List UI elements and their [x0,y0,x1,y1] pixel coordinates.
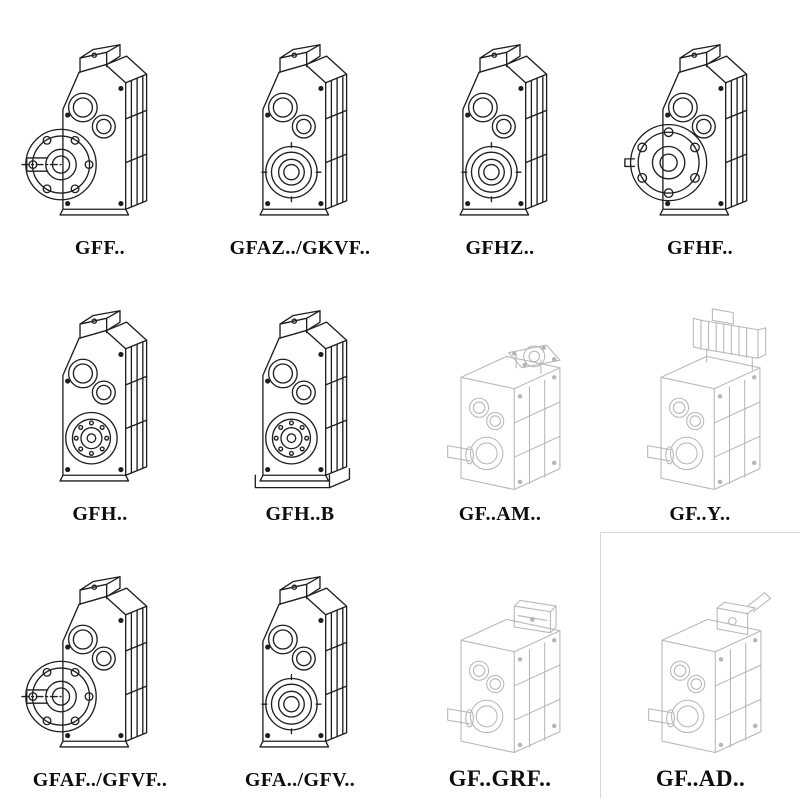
hollow-shaft-gearbox-drawing [459,44,548,216]
model-label: GFA../GFV.. [244,769,356,791]
gearbox-with-motor-drawing [647,308,767,491]
gearbox-with-cover-drawing [447,599,561,754]
catalog-cell-gfa: GFA../GFV.. [200,532,400,798]
model-label: GFH..B [265,503,335,525]
model-label: GF..AD.. [655,766,746,791]
model-label: GF..GRF.. [448,766,552,791]
catalog-cell-gfhb: GFH..B [200,266,400,532]
model-label: GFF.. [74,237,126,259]
catalog-cell-gfaf: GFAF../GFVF.. [0,532,200,798]
model-label: GFAF../GFVF.. [32,769,168,791]
hollow-shaft-gearbox-drawing [259,576,348,748]
flange-shaft-gearbox-drawing [21,576,148,748]
hollow-shaft-gearbox-drawing [259,44,348,216]
catalog-cell-gfad: GF..AD.. [600,532,800,798]
model-label: GF..AM.. [458,503,542,525]
model-label: GFAZ../GKVF.. [229,237,371,259]
catalog-cell-gfhf: GFHF.. [600,0,800,266]
flange-mounted-gearbox-drawing [624,44,748,216]
model-label: GFHF.. [666,237,734,259]
gearbox-iec-motor-flange-drawing [447,344,561,491]
shaft-mounted-gearbox-drawing [59,310,148,482]
catalog-cell-gfhz: GFHZ.. [400,0,600,266]
model-label: GFH.. [72,503,128,525]
flange-shaft-gearbox-drawing [21,44,148,216]
model-label: GFHZ.. [465,237,535,259]
catalog-cell-gfaz: GFAZ../GKVF.. [200,0,400,266]
catalog-cell-gfgrf: GF..GRF.. [400,532,600,798]
catalog-cell-gfy: GF..Y.. [600,266,800,532]
model-label: GF..Y.. [669,503,731,525]
shaft-mounted-gearbox-base-drawing [254,310,351,489]
catalog-cell-gfh: GFH.. [0,266,200,532]
catalog-cell-gff: GFF.. [0,0,200,266]
gearbox-input-shaft-adapter-drawing [647,592,771,754]
catalog-cell-gfam: GF..AM.. [400,266,600,532]
